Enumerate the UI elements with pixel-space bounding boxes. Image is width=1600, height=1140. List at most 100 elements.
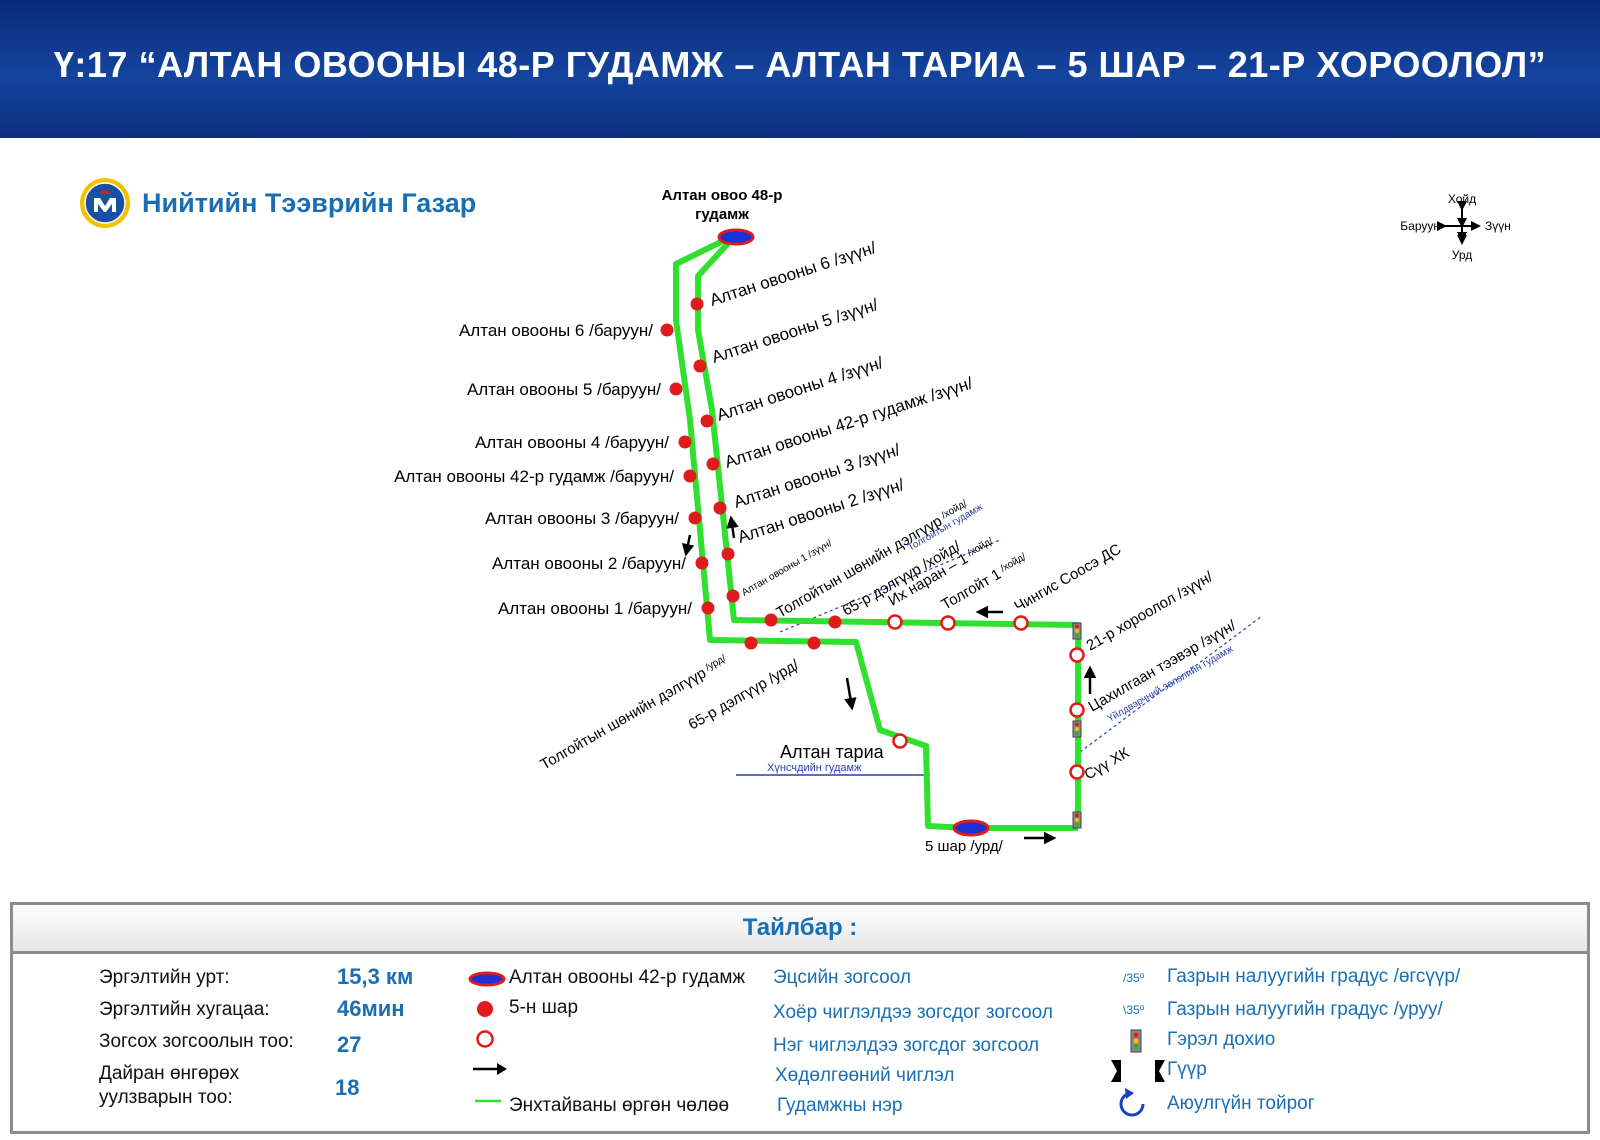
organization-brand: Нийтийн Тээврийн Газар [78,176,476,230]
stop-south-tolgoit-shop [744,636,758,650]
stop-west-6 [660,323,674,337]
stop-label-south-65-shop: 65-р дэлгүүр /урд/ [686,656,803,733]
roundabout-icon [1119,1088,1145,1117]
legend-roundabout-text: Аюулгүйн тойрог [1167,1093,1315,1114]
landmark-label: Алтан тариа [780,742,885,762]
direction-arrow-icon [681,534,695,557]
legend-route-line-meaning: Гудамжны нэр [777,1095,903,1116]
stop-label-west-2: Алтан овооны 2 /баруун/ [492,554,686,573]
traffic-light-icon [1072,811,1082,829]
organization-name: Нийтийн Тээврийн Газар [142,187,477,218]
traffic-light-icon [1130,1029,1142,1053]
legend-panel: Тайлбар : Эргэлтийн урт: 15,3 км Эргэлти… [10,902,1590,1134]
route-line-outbound [673,233,1078,831]
compass-east: Зүүн [1485,219,1511,233]
east-stops: Алтан овооны 6 /зүүн/ Алтан овооны 5 /зү… [690,238,975,603]
legend-direction-meaning: Хөдөлгөөний чиглэл [775,1065,955,1086]
legend-two-way-meaning: Хоёр чиглэлдээ зогсдог зогсоол [773,1002,1053,1023]
compass-rose-icon [1437,201,1481,245]
stop-east-4 [700,414,714,428]
stop-label-suu-khk: Сүү ХК [1082,744,1133,783]
stop-west-2 [695,556,709,570]
legend-one-way-meaning: Нэг чиглэлдээ зогсдог зогсоол [773,1035,1040,1056]
stop-north-chingis-soose [1013,615,1029,631]
traffic-lights [1072,622,1082,829]
route-line-icon [475,1099,501,1103]
stop-label-east-6: Алтан овооны 6 /зүүн/ [707,238,878,310]
legend-terminal-meaning: Эцсийн зогсоол [773,967,911,988]
street-line-tolgoit [779,539,1001,633]
one-way-stop-icon [476,1030,494,1048]
legend-title: Тайлбар : [13,905,1587,954]
stop-label-west-5: Алтан овооны 5 /баруун/ [467,380,661,399]
stop-label-east-5: Алтан овооны 5 /зүүн/ [709,295,880,367]
stop-21-khoroolol [1069,647,1085,663]
terminal-stop-icon [468,971,506,987]
stop-altan-taria [892,733,908,749]
direction-arrow-icon [726,515,739,539]
stop-tsakhilgaan [1069,702,1085,718]
stat-intersections-value: 18 [335,1075,360,1100]
direction-arrow-icon [844,677,857,711]
slope-down-icon: \35⁰ [1123,1003,1145,1017]
stop-west-4 [678,435,692,449]
compass-south: Урд [1452,248,1472,262]
stop-label-west-1: Алтан овооны 1 /баруун/ [498,599,692,618]
stop-north-ikh-naran [887,614,903,630]
legend-terminal-text: Алтан овооны 42-р гудамж [509,967,746,988]
legend-route-line-text: Энхтайваны өргөн чөлөө [509,1095,730,1116]
west-stops: Алтан овооны 6 /баруун/ Алтан овооны 5 /… [394,321,715,618]
legend-bridge-text: Гүүр [1167,1059,1207,1080]
direction-arrow-icon [473,1063,507,1075]
legend-slope-down-text: Газрын налуугийн градус /уруу/ [1167,999,1443,1020]
slope-up-icon: /35⁰ [1123,971,1145,985]
organization-logo-icon [80,178,130,228]
traffic-light-icon [1072,622,1082,640]
stop-south-65-shop [807,636,821,650]
legend-slope-up-text: Газрын налуугийн градус /өгсүүр/ [1167,966,1461,987]
legend-two-way-text: 5-н шар [509,997,579,1018]
stat-intersections-label-2: уулзварын тоо: [99,1087,233,1108]
compass-north: Хойд [1448,192,1476,206]
stop-east-3 [713,501,727,515]
stop-west-1 [701,601,715,615]
stat-length-value: 15,3 км [337,964,414,989]
stop-label-north-chingis-soose: Чингис Соосэ ДС [1012,541,1125,616]
stop-east-6 [690,297,704,311]
stop-north-65-shop [828,615,842,629]
direction-arrows [681,515,1097,845]
stop-east-1 [726,589,740,603]
stop-west-3 [688,511,702,525]
stop-suu-khk [1069,764,1085,780]
stop-north-tolgoit-1 [940,615,956,631]
stat-intersections-label-1: Дайран өнгөрөх [99,1063,240,1084]
stat-length-label: Эргэлтийн урт: [99,967,230,988]
stat-duration-value: 46мин [337,996,405,1021]
terminal-bottom-icon [952,819,990,837]
page-title: Ү:17 “АЛТАН ОВООНЫ 48-Р ГУДАМЖ – АЛТАН Т… [53,44,1547,85]
stop-east-2 [721,547,735,561]
stop-label-west-6: Алтан овооны 6 /баруун/ [459,321,653,340]
stat-duration-label: Эргэлтийн хугацаа: [99,999,270,1020]
compass-west: Баруун [1400,219,1440,233]
stat-stops-value: 27 [337,1032,362,1057]
stop-west-42 [683,469,697,483]
stop-east-5 [693,359,707,373]
bridge-icon [1111,1060,1165,1082]
stop-label-west-4: Алтан овооны 4 /баруун/ [475,433,669,452]
compass: Хойд Урд Баруун Зүүн [1400,192,1511,262]
stop-east-42 [706,457,720,471]
legend-traffic-light-text: Гэрэл дохио [1167,1029,1276,1050]
terminal-top-icon [717,228,755,246]
stop-label-west-42: Алтан овооны 42-р гудамж /баруун/ [394,467,674,486]
two-way-stop-icon [477,1001,493,1017]
stop-north-tolgoit-shop [764,613,778,627]
stop-west-5 [669,382,683,396]
terminal-bottom-label: 5 шар /урд/ [925,838,1004,855]
stat-stops-label: Зогсох зогсоолын тоо: [99,1031,294,1052]
street-line-uildverchin [1079,615,1263,753]
street-name-khunschid: Хүнсчдийн гудамж [767,762,862,774]
traffic-light-icon [1072,720,1082,738]
